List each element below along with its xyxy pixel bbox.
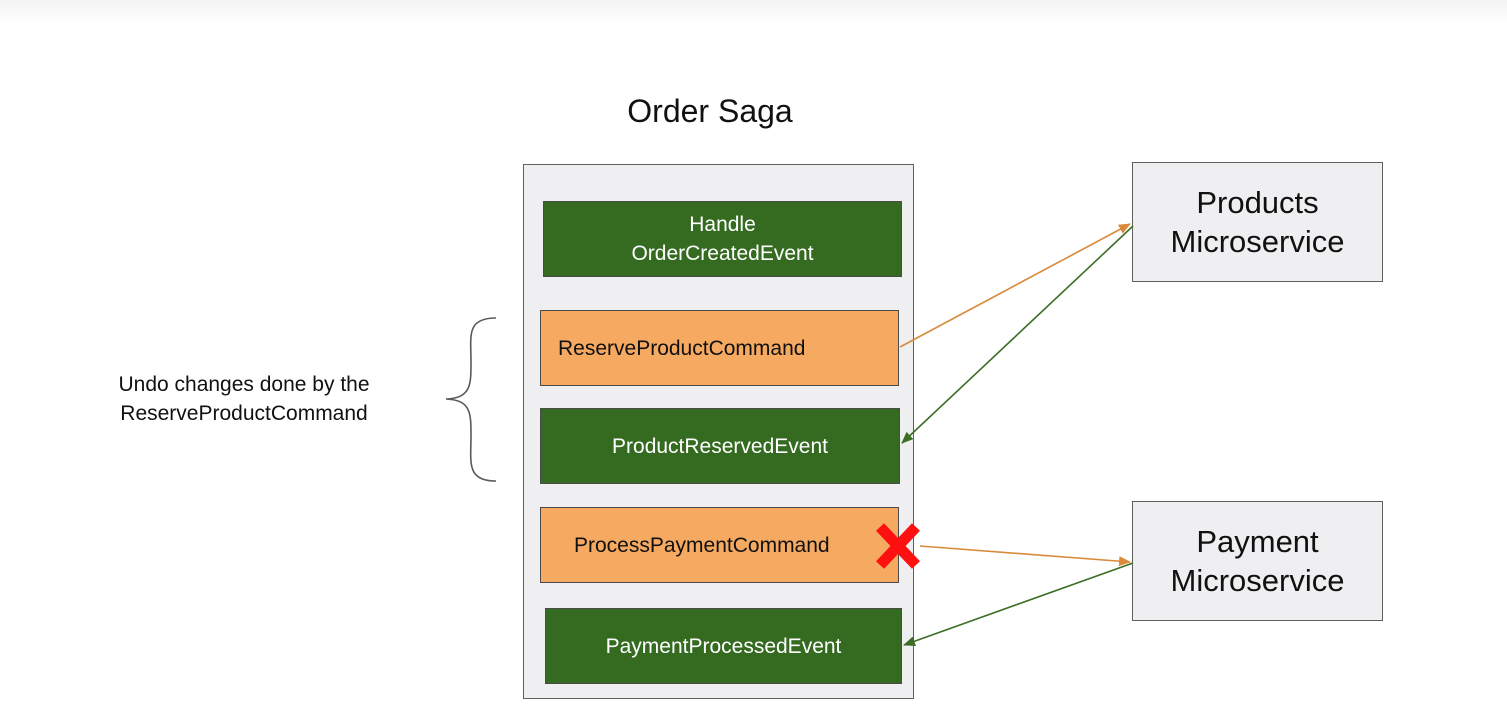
compensation-note: Undo changes done by the ReserveProductC…	[60, 370, 428, 428]
products-microservice-box: Products Microservice	[1132, 162, 1383, 282]
arrow-process-payment-to-payment	[919, 545, 1131, 567]
failure-x-icon	[876, 523, 920, 569]
service-name: Payment	[1196, 524, 1319, 559]
step-product-reserved-event: ProductReservedEvent	[540, 408, 900, 484]
step-label: ReserveProductCommand	[558, 336, 806, 360]
step-label-line: Handle	[689, 213, 756, 236]
service-type: Microservice	[1170, 224, 1345, 259]
service-name: Products	[1196, 185, 1319, 220]
step-payment-processed-event: PaymentProcessedEvent	[545, 608, 902, 684]
arrow-products-to-product-reserved	[901, 225, 1134, 444]
step-label: PaymentProcessedEvent	[605, 634, 842, 658]
step-handle-order-created-event: Handle OrderCreatedEvent	[543, 201, 902, 277]
payment-microservice-box: Payment Microservice	[1132, 501, 1383, 621]
note-line: Undo changes done by the	[118, 373, 370, 396]
arrow-reserve-product-to-products	[899, 223, 1131, 348]
service-type: Microservice	[1170, 563, 1345, 598]
step-reserve-product-command: ReserveProductCommand	[540, 310, 899, 386]
top-bar	[0, 0, 1507, 22]
step-process-payment-command: ProcessPaymentCommand	[540, 507, 899, 583]
note-line: ReserveProductCommand	[120, 402, 368, 425]
diagram-title: Order Saga	[627, 93, 793, 129]
step-label: ProductReservedEvent	[612, 434, 828, 458]
step-label: ProcessPaymentCommand	[574, 533, 830, 557]
step-label-line: OrderCreatedEvent	[631, 242, 814, 265]
arrow-payment-to-payment-processed	[903, 562, 1134, 646]
curly-brace	[445, 317, 497, 482]
